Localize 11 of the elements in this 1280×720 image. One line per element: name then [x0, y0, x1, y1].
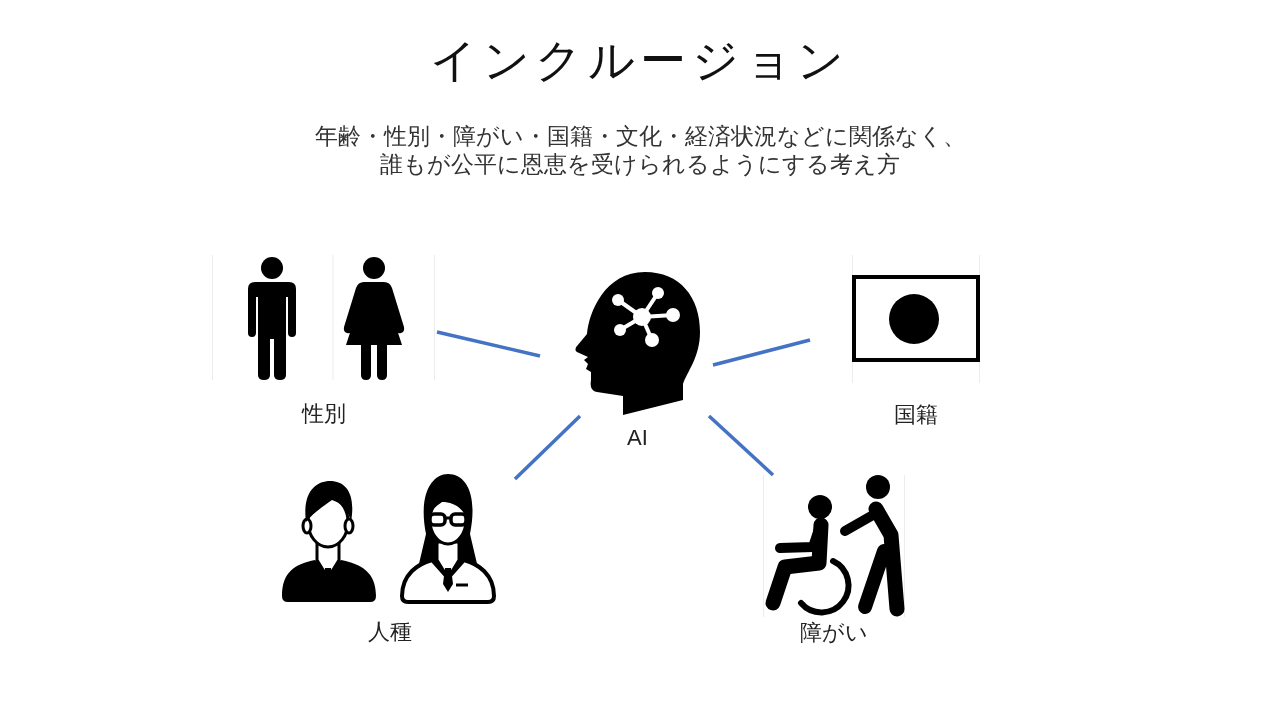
node-label: 人種 [368, 618, 412, 646]
connector-line [513, 414, 582, 481]
node-label: 国籍 [894, 401, 938, 429]
connector-line [712, 338, 811, 367]
node-label: 障がい [800, 619, 868, 647]
node-label: AI [627, 424, 648, 452]
title: インクルージョン [430, 33, 850, 88]
connector-line [707, 414, 775, 477]
connector-line [436, 330, 541, 358]
subtitle: 年齢・性別・障がい・国籍・文化・経済状況などに関係なく、誰もが公平に恩恵を受けられるようにする考え方 [313, 122, 967, 178]
node-label: 性別 [301, 400, 346, 428]
